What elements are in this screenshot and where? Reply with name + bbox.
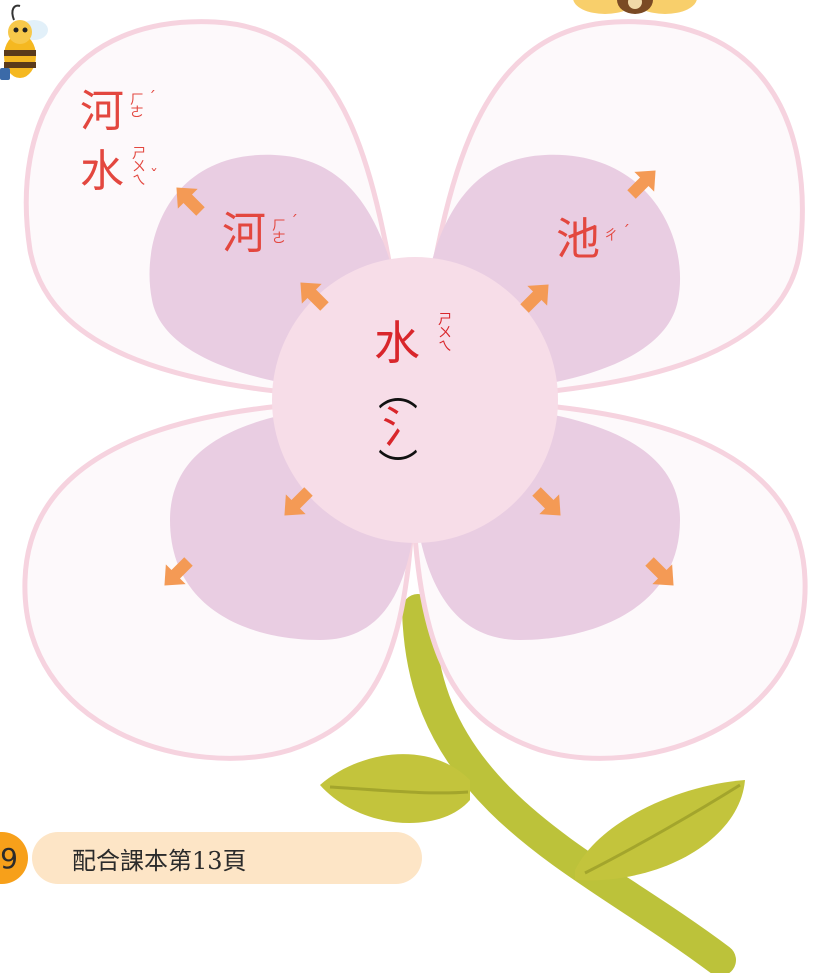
outer-word-2-char: 水 — [80, 146, 124, 197]
flower-stem — [402, 594, 736, 973]
inner-top-left-char: 河 — [222, 208, 266, 259]
flower-center — [272, 257, 558, 543]
leaf-right-vein — [584, 783, 741, 875]
butterfly-icon — [573, 0, 697, 14]
inner-top-right-tone: ˊ — [622, 222, 630, 241]
arrow-icon — [164, 557, 193, 586]
outer-word-2-zhuyin-2: ㄨ — [132, 159, 146, 176]
outer-word-1-zhuyin-2: ㄜ — [130, 105, 144, 122]
center-char: 水 — [374, 316, 420, 370]
inner-top-right-zhuyin-1: ㄔ — [604, 228, 618, 244]
arrow-icon — [532, 487, 561, 516]
outer-word-1-zhuyin-1: ㄏ — [130, 92, 144, 108]
inner-top-left-zhuyin-2: ㄜ — [272, 231, 286, 248]
center-close-paren: ︶ — [378, 447, 418, 493]
arrow-icon — [645, 557, 674, 586]
leaf-left-vein — [329, 785, 469, 795]
inner-top-left-zhuyin: ㄏ ㄜ — [272, 218, 286, 248]
outer-word-1-tone: ˊ — [148, 88, 156, 107]
outer-word-2-zhuyin-3: ㄟ — [132, 172, 146, 189]
inner-top-right-zhuyin: ㄔ — [604, 228, 618, 244]
inner-top-left-zhuyin-1: ㄏ — [272, 218, 286, 234]
outer-word-1-zhuyin: ㄏ ㄜ — [130, 92, 144, 122]
bee-icon — [0, 4, 48, 80]
arrow-icon — [627, 170, 656, 199]
leaf-left — [320, 754, 470, 823]
page-reference: 配合課本第13頁 — [32, 832, 422, 884]
inner-top-right-char: 池 — [556, 214, 600, 265]
arrow-icon — [284, 487, 313, 516]
center-zhuyin-1: ㄕ — [438, 312, 452, 328]
arrow-icon — [176, 187, 205, 216]
outer-word-1-char: 河 — [80, 86, 124, 137]
center-zhuyin: ㄕ ㄨ ㄟ — [438, 312, 452, 355]
arrow-icon — [520, 284, 549, 313]
arrows — [164, 170, 674, 586]
outer-word-2-zhuyin-1: ㄕ — [132, 146, 146, 162]
inner-top-left-tone: ˊ — [290, 212, 298, 231]
center-radical: 氵 — [382, 402, 426, 453]
outer-word-2-zhuyin: ㄕ ㄨ ㄟ — [132, 146, 146, 189]
arrow-icon — [300, 282, 329, 311]
center-open-paren: ︵ — [378, 369, 418, 415]
center-zhuyin-3: ㄟ — [438, 338, 452, 355]
outer-word-2-tone: ˇ — [150, 166, 158, 185]
page-number-text: 9 — [0, 841, 18, 875]
page-reference-text: 配合課本第13頁 — [72, 846, 247, 875]
center-zhuyin-2: ㄨ — [438, 325, 452, 342]
